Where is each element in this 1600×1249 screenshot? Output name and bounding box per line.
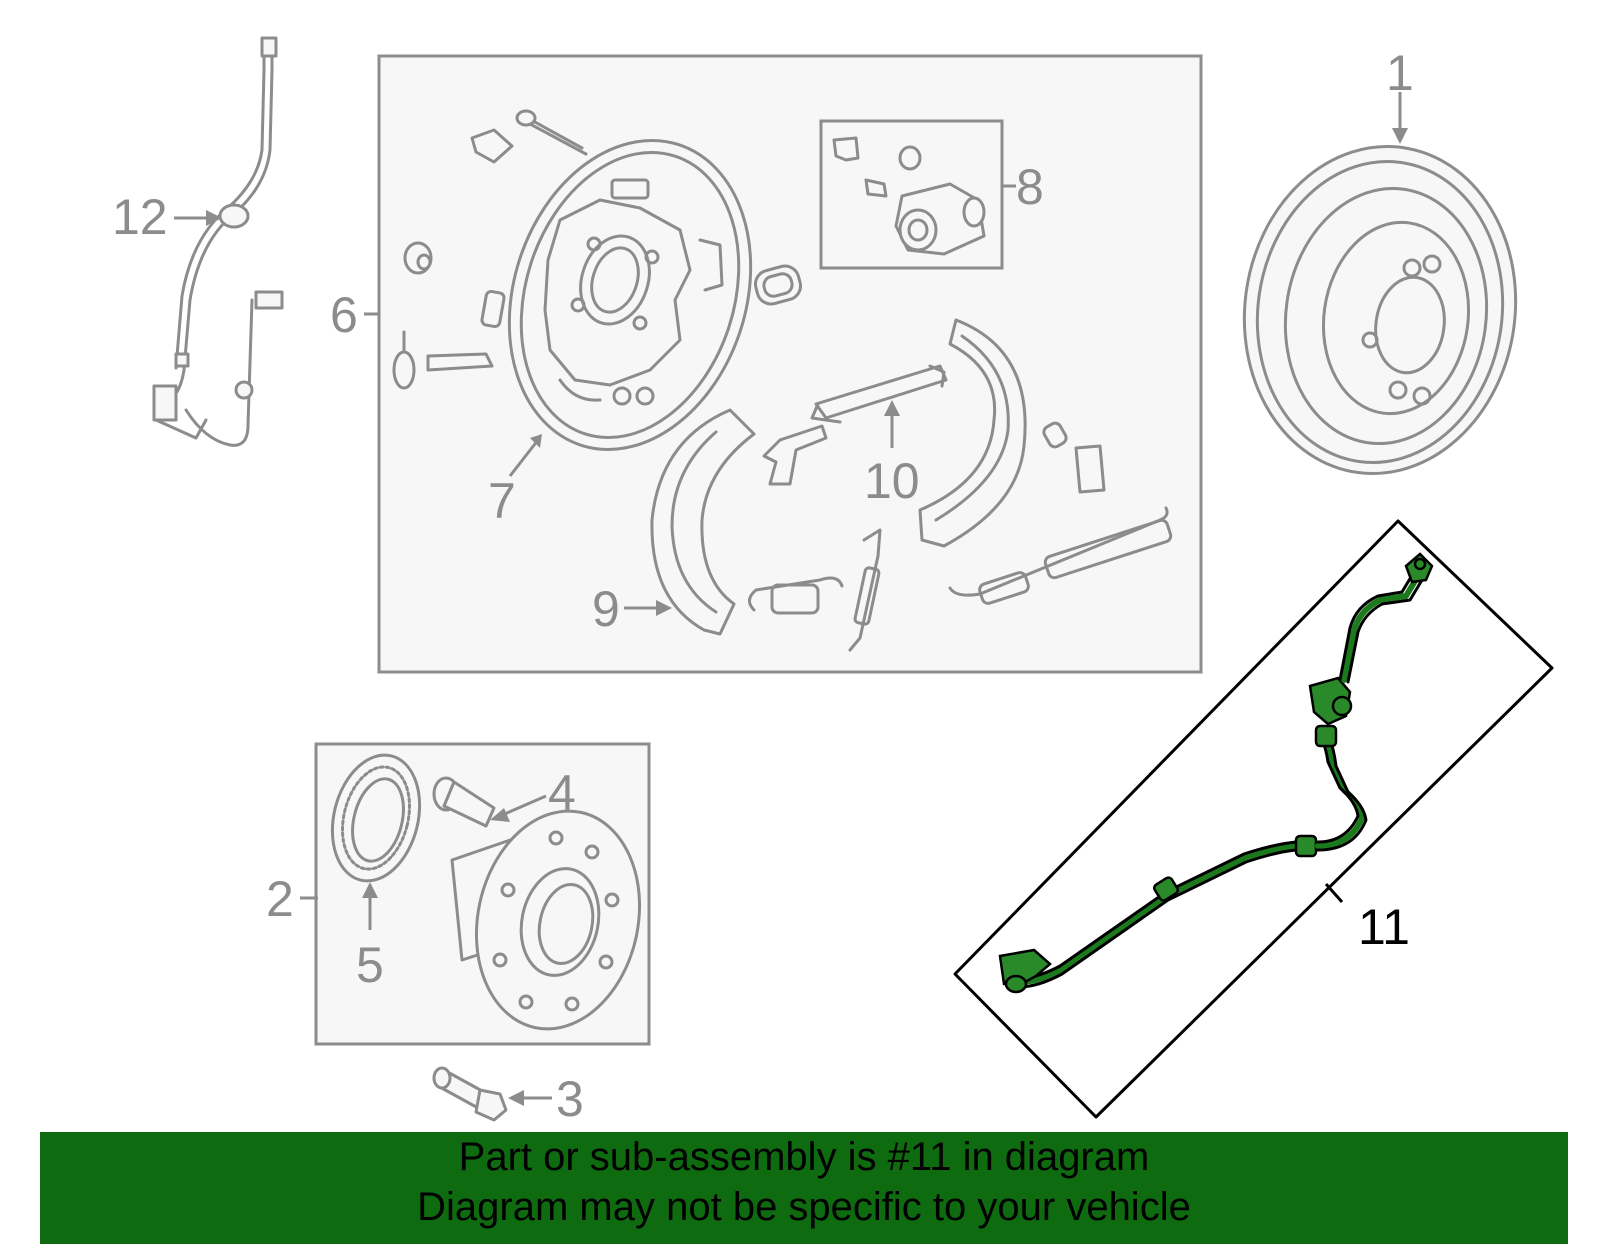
leader-7: [508, 439, 540, 477]
wheel-cylinder: [832, 136, 986, 256]
callout-1: 1: [1386, 45, 1414, 101]
callout-6: 6: [330, 287, 358, 343]
callout-10: 10: [864, 453, 920, 509]
callout-12: 12: [112, 189, 168, 245]
leader-11: [1324, 883, 1344, 903]
hub-bolt: [432, 776, 496, 828]
leader-7-arrow: [530, 434, 542, 448]
leader-12-arrow: [206, 210, 222, 226]
leader-10-arrow: [884, 400, 900, 416]
return-springs: [748, 506, 1173, 652]
backing-plate: [507, 139, 753, 451]
leader-9-arrow: [656, 600, 672, 616]
callout-8: 8: [1016, 159, 1044, 215]
brake-shoe-left: [650, 408, 756, 636]
hub-mounting-bolt: [432, 1066, 508, 1122]
abs-tone-ring: [330, 753, 422, 883]
leader-4: [499, 794, 547, 818]
brake-shoe-right: [918, 318, 1106, 548]
brake-adjuster: [762, 364, 948, 486]
callout-2: 2: [266, 871, 294, 927]
leader-1-arrow: [1392, 128, 1408, 144]
banner-line-part-number: Part or sub-assembly is #11 in diagram: [458, 1135, 1150, 1179]
backing-plate-hardware: [392, 109, 803, 390]
callout-3: 3: [556, 1071, 584, 1127]
leader-5-arrow: [362, 882, 378, 898]
callout-11: 11: [1358, 899, 1410, 955]
abs-sensor-wire: [152, 36, 284, 447]
part-notice-banner: Part or sub-assembly is #11 in diagram D…: [40, 1132, 1568, 1244]
callout-5: 5: [356, 937, 384, 993]
hub-bearing-assembly: [450, 809, 642, 1031]
callout-9: 9: [592, 581, 620, 637]
banner-line-disclaimer: Diagram may not be specific to your vehi…: [417, 1185, 1191, 1229]
leader-4-arrow: [490, 808, 510, 822]
callout-7: 7: [488, 473, 516, 529]
leader-3-arrow: [508, 1090, 524, 1106]
callout-4: 4: [548, 765, 576, 821]
brake-drum: [1242, 145, 1518, 475]
brake-line-assembly-highlighted: [953, 519, 1554, 1119]
